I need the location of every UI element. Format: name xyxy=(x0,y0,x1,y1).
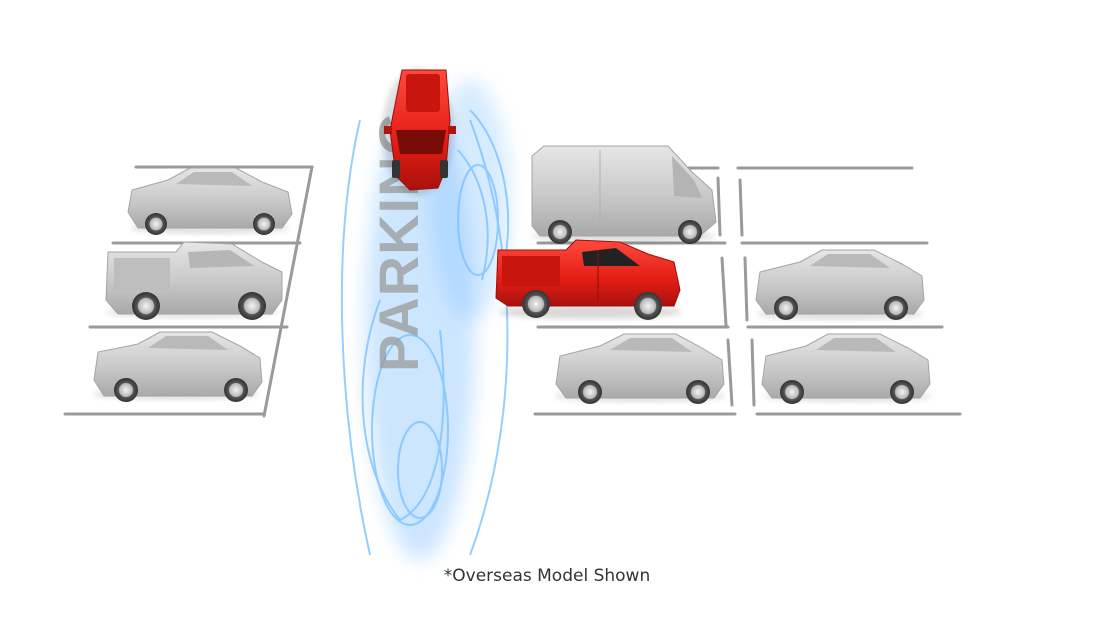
moving-pickup-truck xyxy=(382,68,456,196)
parked-van xyxy=(531,145,717,244)
parked-sedan-left-2 xyxy=(92,331,263,402)
disclaimer-caption: *Overseas Model Shown xyxy=(443,566,651,586)
parked-sedan-right-1 xyxy=(755,249,925,320)
parked-sedan-middle xyxy=(554,333,726,404)
parked-pickup-left xyxy=(105,241,283,320)
parking-pickup-truck xyxy=(495,239,682,320)
parked-sedan-right-2 xyxy=(761,333,932,404)
parked-sedan-left-1 xyxy=(127,167,293,235)
